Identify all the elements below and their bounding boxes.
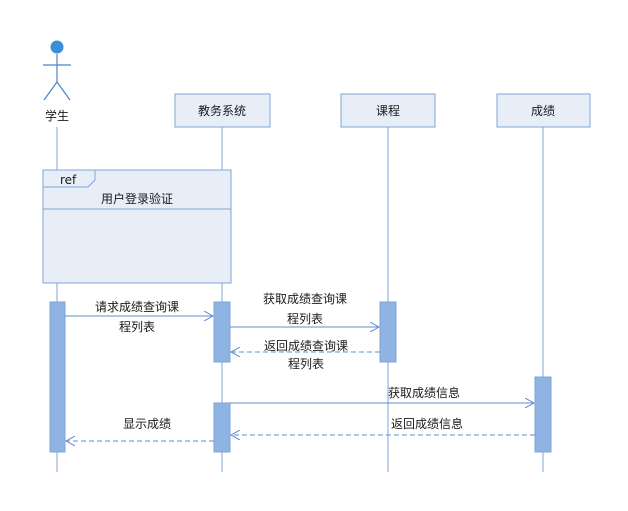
message-label: 获取成绩信息 — [388, 385, 460, 400]
ref-tag: ref — [60, 173, 77, 187]
actor-head-icon — [50, 40, 64, 54]
message-label: 显示成绩 — [123, 417, 171, 431]
object-academic-system: 教务系统 — [174, 93, 271, 128]
message-get-course-list: 获取成绩查询课 程列表 — [230, 292, 379, 327]
message-return-course-list: 返回成绩查询课 程列表 — [231, 339, 380, 371]
object-course: 课程 — [340, 93, 436, 128]
activation-grade — [534, 376, 552, 453]
message-label: 返回成绩信息 — [391, 416, 463, 431]
message-label-line1: 获取成绩查询课 — [263, 292, 347, 306]
object-label: 课程 — [376, 103, 400, 118]
message-display-grades: 显示成绩 — [66, 417, 214, 441]
actor-student: 学生 — [43, 40, 71, 123]
object-label: 教务系统 — [198, 103, 246, 118]
message-label-line2: 程列表 — [119, 319, 155, 334]
message-return-grade-info: 返回成绩信息 — [231, 416, 535, 435]
message-label-line2: 程列表 — [288, 356, 324, 371]
message-label-line1: 请求成绩查询课 — [95, 300, 179, 314]
activation-system-2 — [213, 402, 231, 453]
activation-system-1 — [213, 301, 231, 363]
message-label-line2: 程列表 — [287, 311, 323, 326]
message-label-line1: 返回成绩查询课 — [264, 339, 348, 353]
message-request-course-list: 请求成绩查询课 程列表 — [65, 300, 213, 334]
object-label: 成绩 — [531, 104, 555, 118]
message-get-grade-info: 获取成绩信息 — [230, 385, 534, 403]
object-grade: 成绩 — [496, 93, 591, 128]
ref-label: 用户登录验证 — [101, 191, 173, 206]
activation-student — [49, 301, 66, 453]
activation-course — [379, 301, 397, 363]
actor-label: 学生 — [45, 108, 69, 123]
ref-fragment: ref 用户登录验证 — [42, 169, 232, 284]
